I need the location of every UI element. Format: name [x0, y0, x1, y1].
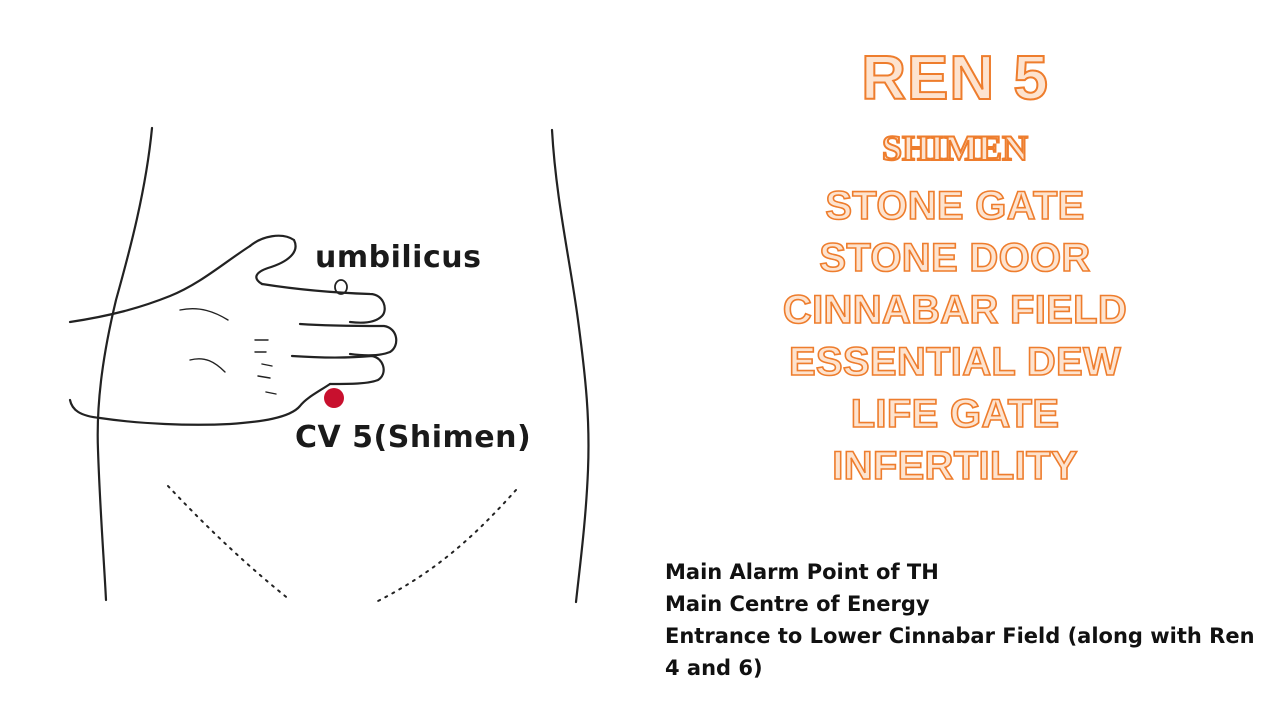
note-item: Main Alarm Point of TH [665, 560, 939, 584]
torso-right-contour [550, 128, 590, 604]
note-item: Entrance to Lower Cinnabar Field (along … [665, 624, 1255, 680]
umbilicus-mark [334, 279, 348, 295]
wrist-line [68, 244, 252, 324]
alternate-name: STONE GATE [825, 183, 1086, 229]
index-finger [260, 282, 386, 324]
alternate-name: LIFE GATE [850, 391, 1060, 437]
ring-finger [290, 354, 385, 386]
groin-line-left [167, 485, 291, 601]
torso-left-contour [96, 126, 154, 602]
alternate-name: CINNABAR FIELD [782, 287, 1128, 333]
alternate-name: ESSENTIAL DEW [788, 339, 1122, 385]
groin-line-right [375, 489, 517, 603]
abdomen-drawing [68, 126, 590, 604]
page-subtitle: SHIMEN [881, 128, 1029, 168]
middle-finger [298, 322, 398, 357]
page-title: REN 5 [860, 44, 1049, 113]
alternate-names-list: STONE GATE STONE DOOR CINNABAR FIELD ESS… [700, 180, 1210, 492]
alternate-name: INFERTILITY [831, 443, 1078, 489]
abdomen-illustration: umbilicus CV 5(Shimen) [0, 0, 640, 720]
title-block: REN 5 SHIMEN STONE GATE STONE DOOR CINNA… [700, 44, 1210, 492]
notes-list: Main Alarm Point of TH Main Centre of En… [665, 556, 1255, 684]
umbilicus-label: umbilicus [315, 240, 482, 275]
thumb [248, 234, 297, 286]
note-item: Main Centre of Energy [665, 592, 930, 616]
alternate-name: STONE DOOR [819, 235, 1091, 281]
cv5-point-marker [324, 388, 344, 408]
cv5-point-label: CV 5(Shimen) [295, 420, 532, 455]
palm-edge [68, 382, 332, 426]
